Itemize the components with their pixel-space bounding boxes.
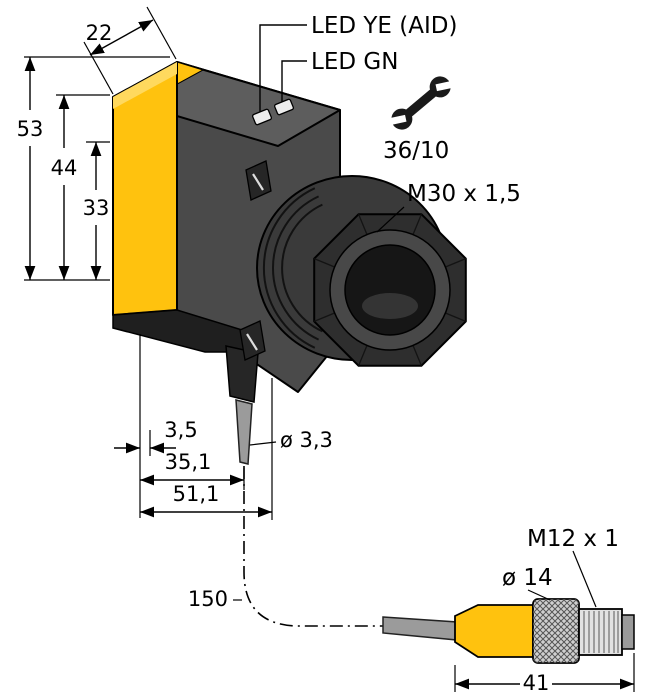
dimension-51-1: 51,1	[140, 482, 272, 518]
ext-line	[83, 41, 114, 95]
mounting-clip-bottom	[239, 320, 266, 361]
cable-run: 150	[188, 466, 383, 627]
lower-dimensions: 3,5 35,1 51,1 ø 3,3	[114, 334, 333, 520]
dim-housing-length-label: 51,1	[173, 482, 220, 506]
lens-reflection	[362, 293, 418, 319]
connector-callouts: M12 x 1 ø 14	[502, 526, 619, 608]
dim-line	[89, 19, 154, 56]
leader-cable-diameter	[249, 441, 277, 446]
lens-assembly	[256, 175, 467, 367]
dimension-33: 33	[83, 141, 110, 280]
label-connector-thread: M12 x 1	[527, 526, 619, 552]
connector-thread	[578, 608, 623, 656]
ext-line	[146, 6, 177, 60]
cable-stub	[235, 399, 253, 465]
wrench-callout: 36/10	[383, 76, 457, 164]
dim-offset-cable-label: 35,1	[165, 450, 212, 474]
connector-thread-lines	[583, 611, 619, 653]
cable-diameter-callout: ø 3,3	[249, 428, 333, 452]
wrench-jaw-right	[435, 80, 457, 92]
dim-offset-rear-label: 3,5	[164, 418, 197, 442]
leader-connector-thread	[572, 550, 597, 608]
bezel-facet-lines	[313, 213, 467, 367]
dim-hole-spacing-label: 33	[83, 196, 110, 220]
wrench-icon	[385, 76, 457, 130]
leader-led-green	[281, 60, 307, 102]
side-face-highlight	[113, 62, 177, 109]
label-led-green: LED GN	[311, 49, 398, 75]
dim-connector-length-label: 41	[523, 671, 550, 695]
lens-glass	[344, 244, 436, 336]
leader-lens-thread	[376, 206, 405, 233]
label-connector-diameter: ø 14	[502, 565, 553, 591]
clip-bottom-body	[239, 320, 266, 361]
dimension-22: 22	[83, 6, 177, 95]
clip-top-body	[245, 160, 272, 201]
label-wrench-size: 36/10	[383, 138, 449, 164]
connector-knurl-texture	[533, 599, 579, 663]
dimension-44: 44	[51, 94, 110, 280]
label-lens-thread: M30 x 1,5	[407, 181, 521, 207]
cable-centerline	[243, 466, 383, 627]
dim-cable-length-label: 150	[188, 587, 228, 611]
led-callouts: LED YE (AID) LED GN	[259, 13, 457, 112]
connector-tip	[621, 614, 635, 650]
leader-led-yellow	[259, 24, 307, 112]
dimension-53: 53	[17, 56, 170, 281]
wrench-jaw-left	[385, 114, 407, 126]
dim-housing-height-label: 53	[17, 117, 44, 141]
thread-ridges	[262, 187, 323, 349]
dim-housing-depth-label: 22	[86, 21, 113, 45]
wrench-handle	[400, 85, 442, 121]
mounting-clip-top	[245, 160, 272, 201]
dimension-3-5: 3,5	[114, 418, 198, 454]
label-cable-diameter: ø 3,3	[280, 428, 333, 452]
dimension-35-1: 35,1	[140, 450, 244, 486]
connector-assembly	[382, 598, 635, 664]
dimension-41: 41	[454, 653, 635, 695]
lens-thread-callout: M30 x 1,5	[376, 181, 521, 233]
leader-connector-diameter	[527, 589, 551, 601]
label-led-yellow: LED YE (AID)	[311, 13, 457, 39]
dim-front-height-label: 44	[51, 156, 78, 180]
connector-boot	[454, 604, 534, 658]
clip-bottom-slot	[246, 333, 258, 351]
clip-top-slot	[252, 173, 264, 191]
